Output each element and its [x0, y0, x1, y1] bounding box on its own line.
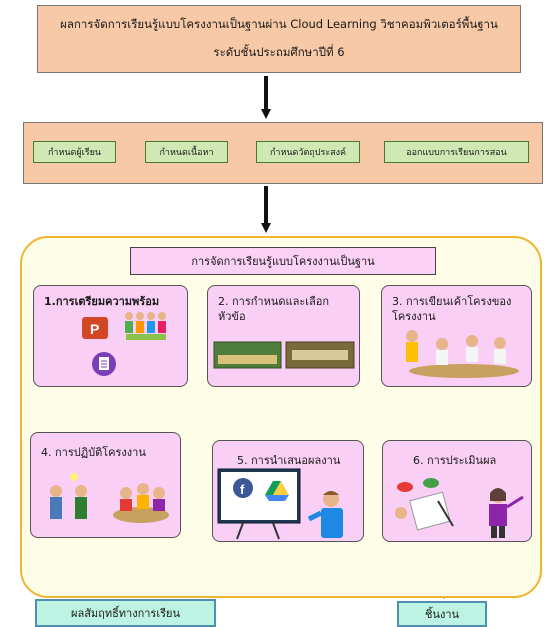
stage-5: 5. การนำเสนอผลงาน f	[212, 440, 364, 542]
stage-2: 2. การกำหนดและเลือกหัวข้อ	[207, 285, 360, 387]
planning-design: ออกแบบการเรียนการสอน	[384, 141, 529, 163]
svg-text:f: f	[240, 482, 245, 497]
stage-3: 3. การเขียนเค้าโครงของโครงงาน	[381, 285, 532, 387]
stage-2-label: 2. การกำหนดและเลือกหัวข้อ	[218, 295, 329, 323]
title-line-1: ผลการจัดการเรียนรู้แบบโครงงานเป็นฐานผ่าน…	[60, 17, 498, 31]
svg-text:P: P	[90, 321, 99, 337]
stage-1-label: 1.การเตรียมความพร้อม	[44, 295, 160, 308]
title-line-2: ระดับชั้นประถมศึกษาปีที่ 6	[213, 45, 345, 59]
planning-objectives: กำหนดวัตถุประสงค์	[256, 141, 360, 163]
project-work-illustration	[50, 473, 169, 523]
students-illustration	[125, 312, 166, 340]
outcome-achievement: ผลสัมฤทธิ์ทางการเรียน	[35, 599, 216, 627]
outcome-workpiece: ชิ้นงาน	[397, 601, 487, 627]
powerpoint-icon	[82, 317, 108, 339]
stage-6-label: 6. การประเมินผล	[413, 454, 497, 467]
facebook-icon	[233, 478, 253, 498]
planning-learners: กำหนดผู้เรียน	[33, 141, 116, 163]
stage-3-label: 3. การเขียนเค้าโครงของโครงงาน	[392, 295, 512, 323]
process-title: การจัดการเรียนรู้แบบโครงงานเป็นฐาน	[130, 247, 436, 275]
group-work-illustration	[406, 330, 519, 378]
stage-1: 1.การเตรียมความพร้อม P	[33, 285, 188, 387]
teacher-illustration	[489, 488, 524, 538]
stage-6: 6. การประเมินผล	[382, 440, 532, 542]
stage-4: 4. การปฏิบัติโครงงาน	[30, 432, 181, 538]
title-box: ผลการจัดการเรียนรู้แบบโครงงานเป็นฐานผ่าน…	[37, 5, 521, 73]
google-drive-icon	[265, 481, 289, 501]
planning-content: กำหนดเนื้อหา	[145, 141, 228, 163]
stage-4-label: 4. การปฏิบัติโครงงาน	[41, 446, 146, 459]
evaluation-illustration	[395, 478, 454, 531]
presenter-illustration	[307, 491, 343, 538]
stage-5-label: 5. การนำเสนอผลงาน	[237, 454, 341, 467]
